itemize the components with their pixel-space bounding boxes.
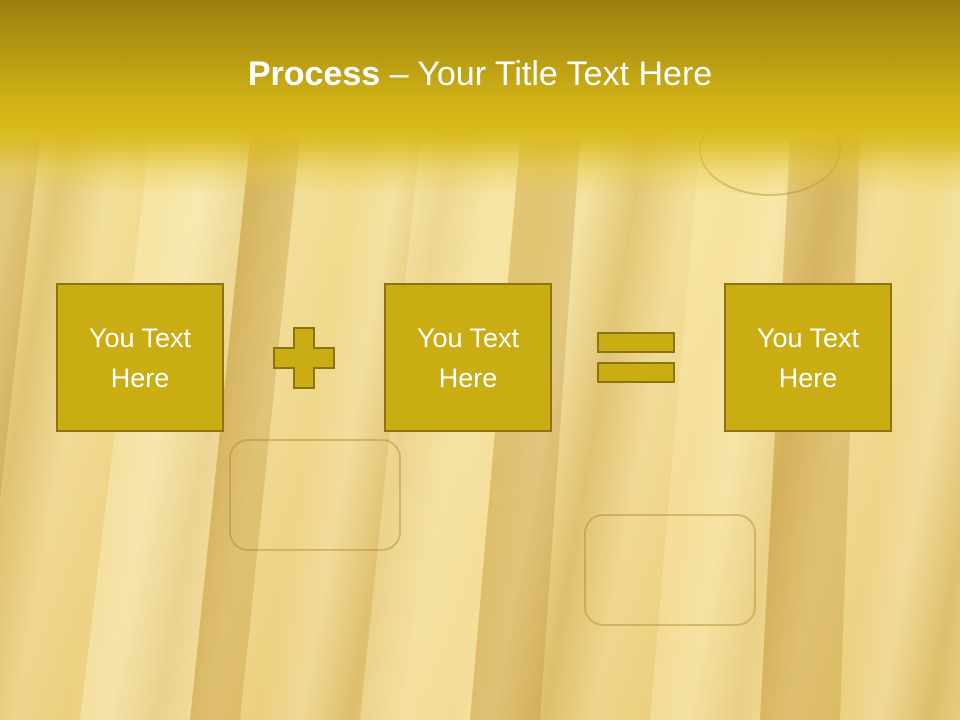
equals-icon [597, 332, 675, 383]
title-bar [0, 0, 960, 195]
process-box-3-label: You Text Here [756, 322, 860, 393]
title-bold: Process [247, 55, 381, 93]
process-box-3[interactable]: You Text Here [724, 283, 892, 432]
title-text: Your Title Text Here [417, 55, 713, 93]
process-box-1-label: You Text Here [88, 322, 192, 393]
plus-icon [273, 327, 335, 389]
process-box-1[interactable]: You Text Here [56, 283, 224, 432]
title-separator: – [380, 55, 418, 93]
slide-title[interactable]: Process – Your Title Text Here [0, 52, 960, 96]
process-box-2[interactable]: You Text Here [384, 283, 552, 432]
process-box-2-label: You Text Here [416, 322, 520, 393]
